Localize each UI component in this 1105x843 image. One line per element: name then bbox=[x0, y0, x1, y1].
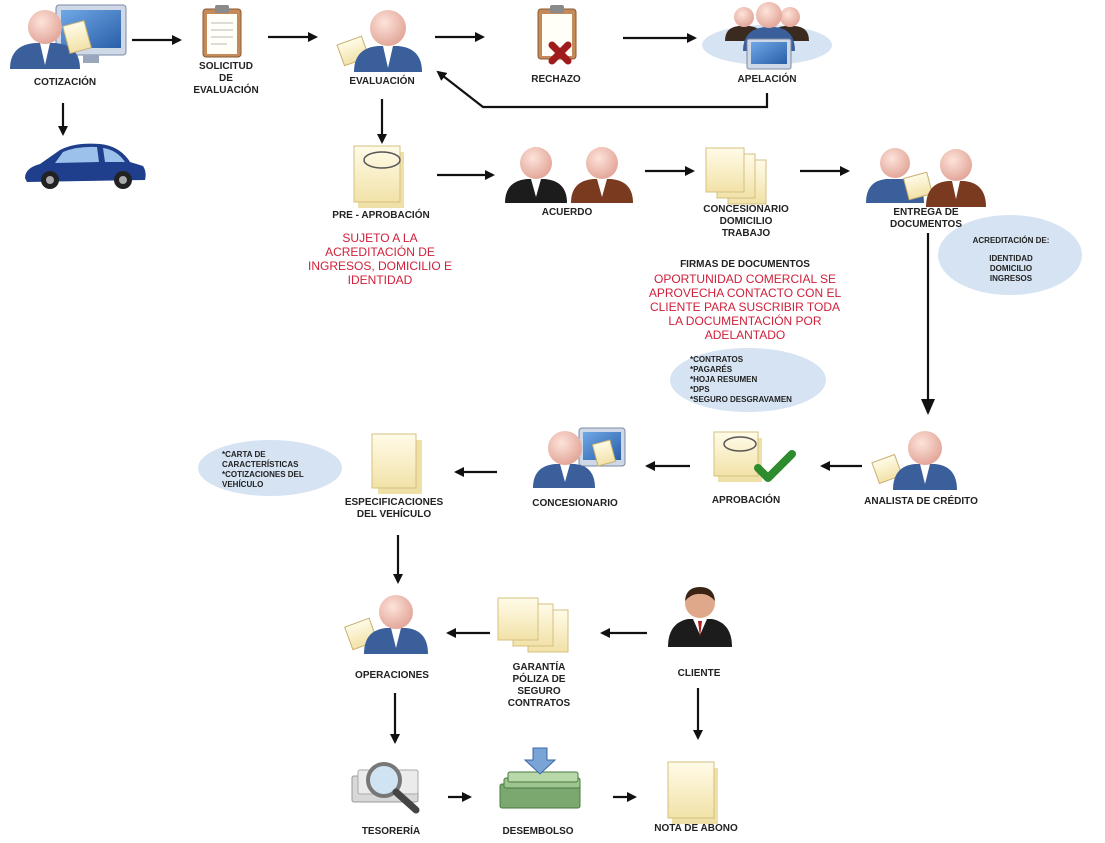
label-firmas: FIRMAS DE DOCUMENTOS bbox=[680, 259, 810, 270]
clipboard-icon bbox=[202, 5, 242, 58]
contratos-item: *PAGARÉS bbox=[690, 365, 733, 374]
label-concesionario-docs-line: CONCESIONARIO bbox=[703, 204, 789, 215]
person-paper-icon bbox=[344, 595, 428, 654]
note-firmas-line: LA DOCUMENTACIÓN POR bbox=[668, 314, 822, 328]
label-cliente: CLIENTE bbox=[677, 668, 721, 679]
carta-item: *COTIZACIONES DEL bbox=[222, 470, 304, 479]
label-evaluacion: EVALUACIÓN bbox=[349, 76, 415, 87]
arrows bbox=[58, 32, 935, 802]
person-computer-icon bbox=[533, 427, 626, 488]
note-firmas-line: ADELANTADO bbox=[704, 328, 786, 342]
magnifier-icon bbox=[351, 762, 420, 814]
bubble-carta bbox=[198, 440, 342, 496]
note-firmas-line: CLIENTE PARA SUSCRIBIR TODA bbox=[649, 300, 841, 314]
note-firmas: OPORTUNIDAD COMERCIAL SE APROVECHA CONTA… bbox=[630, 272, 860, 342]
bubble-contratos bbox=[670, 348, 826, 412]
label-nota-abono: NOTA DE ABONO bbox=[654, 823, 738, 834]
person-computer-icon bbox=[10, 4, 127, 69]
label-garantia-line: GARANTÍA bbox=[512, 662, 566, 673]
two-people-icon bbox=[866, 148, 986, 207]
contratos-item: *DPS bbox=[690, 385, 710, 394]
label-garantia: GARANTÍA PÓLIZA DE SEGURO CONTRATOS bbox=[486, 662, 592, 710]
label-pre-aprobacion: PRE - APROBACIÓN bbox=[332, 210, 430, 221]
acreditacion-item: DOMICILIO bbox=[989, 264, 1033, 273]
label-garantia-line: PÓLIZA DE bbox=[512, 674, 566, 685]
label-acuerdo: ACUERDO bbox=[541, 207, 593, 218]
acreditacion-item: INGRESOS bbox=[989, 274, 1033, 283]
label-entrega: ENTREGA DE DOCUMENTOS bbox=[876, 207, 976, 231]
label-rechazo: RECHAZO bbox=[531, 74, 581, 85]
label-cotizacion: COTIZACIÓN bbox=[33, 77, 97, 88]
label-desembolso: DESEMBOLSO bbox=[502, 826, 574, 837]
label-especificaciones-line: DEL VEHÍCULO bbox=[356, 509, 432, 520]
document-stack-icon bbox=[497, 597, 569, 653]
bubble-acreditacion bbox=[938, 215, 1082, 295]
contratos-item: *SEGURO DESGRAVAMEN bbox=[690, 395, 792, 404]
document-stack-icon bbox=[353, 145, 404, 208]
acreditacion-title: ACREDITACIÓN DE: bbox=[972, 236, 1050, 245]
car-icon bbox=[25, 143, 146, 189]
label-concesionario-docs: CONCESIONARIO DOMICILIO TRABAJO bbox=[690, 204, 802, 240]
label-garantia-line: SEGURO bbox=[517, 686, 561, 697]
carta-item: CARACTERÍSTICAS bbox=[222, 460, 299, 469]
label-solicitud-line: SOLICITUD bbox=[199, 61, 253, 72]
label-operaciones: OPERACIONES bbox=[355, 670, 429, 681]
note-firmas-line: OPORTUNIDAD COMERCIAL SE bbox=[653, 272, 837, 286]
label-analista: ANALISTA DE CRÉDITO bbox=[864, 496, 978, 507]
note-sujeto-line: ACREDITACIÓN DE bbox=[325, 245, 435, 259]
acreditacion-item: IDENTIDAD bbox=[989, 254, 1033, 263]
contratos-item: *HOJA RESUMEN bbox=[690, 375, 758, 384]
document-stack-icon bbox=[371, 433, 422, 494]
label-solicitud-line: EVALUACIÓN bbox=[193, 85, 259, 96]
label-apelacion: APELACIÓN bbox=[737, 74, 797, 85]
label-concesionario-docs-line: TRABAJO bbox=[721, 228, 771, 239]
note-sujeto-line: SUJETO A LA bbox=[342, 231, 418, 245]
note-sujeto-line: IDENTIDAD bbox=[347, 273, 413, 287]
label-concesionario: CONCESIONARIO bbox=[532, 498, 618, 509]
label-garantia-line: CONTRATOS bbox=[507, 698, 571, 709]
note-sujeto-line: INGRESOS, DOMICILIO E bbox=[307, 259, 453, 273]
document-stack-icon bbox=[705, 147, 767, 205]
label-solicitud: SOLICITUD DE EVALUACIÓN bbox=[178, 61, 274, 97]
bubble-carta-text: *CARTA DE CARACTERÍSTICAS *COTIZACIONES … bbox=[222, 450, 342, 490]
label-tesoreria: TESORERÍA bbox=[361, 826, 421, 837]
label-especificaciones-line: ESPECIFICACIONES bbox=[344, 497, 444, 508]
carta-item: *CARTA DE bbox=[222, 450, 266, 459]
reject-clipboard-icon bbox=[537, 5, 577, 65]
person-paper-icon bbox=[871, 431, 957, 490]
bubble-contratos-text: *CONTRATOS *PAGARÉS *HOJA RESUMEN *DPS *… bbox=[690, 355, 820, 405]
document-stack-icon bbox=[667, 761, 718, 824]
label-aprobacion: APROBACIÓN bbox=[711, 495, 781, 506]
group-meeting-icon bbox=[725, 2, 809, 70]
carta-item: VEHÍCULO bbox=[222, 480, 264, 489]
note-firmas-line: APROVECHA CONTACTO CON EL bbox=[648, 286, 842, 300]
two-people-icon bbox=[505, 147, 633, 203]
label-solicitud-line: DE bbox=[219, 73, 233, 84]
contratos-item: *CONTRATOS bbox=[690, 355, 744, 364]
note-sujeto: SUJETO A LA ACREDITACIÓN DE INGRESOS, DO… bbox=[280, 231, 480, 287]
arrow-apelacion-evaluacion bbox=[436, 70, 769, 109]
label-concesionario-docs-line: DOMICILIO bbox=[719, 216, 773, 227]
label-entrega-line: ENTREGA DE bbox=[893, 207, 959, 218]
bubble-acreditacion-text: ACREDITACIÓN DE: IDENTIDAD DOMICILIO ING… bbox=[946, 236, 1076, 284]
checkmark-icon bbox=[713, 431, 796, 482]
label-especificaciones: ESPECIFICACIONES DEL VEHÍCULO bbox=[334, 497, 454, 521]
client-avatar-icon bbox=[668, 587, 732, 647]
money-icon bbox=[499, 747, 581, 809]
label-entrega-line: DOCUMENTOS bbox=[889, 219, 963, 230]
person-paper-icon bbox=[336, 10, 422, 72]
